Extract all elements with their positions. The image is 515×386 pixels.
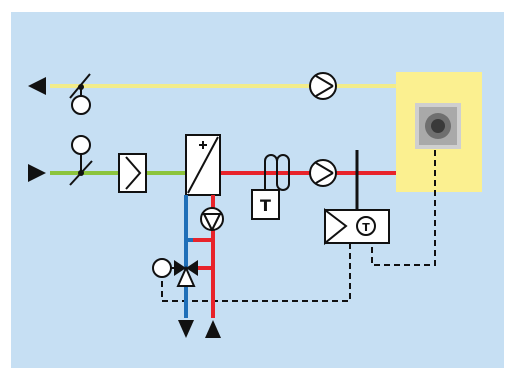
fan-icon [309, 72, 337, 100]
room-sensor-icon [415, 103, 461, 149]
return-flow-arrow-icon [178, 320, 194, 338]
frost-thermostat-icon: T [251, 154, 290, 220]
control-signal-lines [161, 150, 436, 302]
heating-coil-icon [185, 134, 221, 196]
filter-icon [118, 153, 147, 193]
three-way-valve-icon [152, 258, 198, 287]
supply-arrow-icon [28, 164, 46, 182]
cold-water-pipes [184, 195, 193, 318]
fan-icon [309, 159, 337, 187]
actuator-icon [152, 258, 172, 278]
temperature-controller-icon: T [324, 207, 390, 246]
actuator-icon [71, 95, 91, 115]
damper-icon [69, 135, 93, 186]
exhaust-arrow-icon [28, 77, 46, 95]
controller-symbol: T [362, 221, 370, 234]
damper-icon [69, 73, 91, 115]
actuator-icon [71, 135, 91, 155]
supply-flow-arrow-icon [205, 320, 221, 338]
pump-icon [200, 207, 224, 231]
thermostat-label: T [260, 196, 271, 215]
